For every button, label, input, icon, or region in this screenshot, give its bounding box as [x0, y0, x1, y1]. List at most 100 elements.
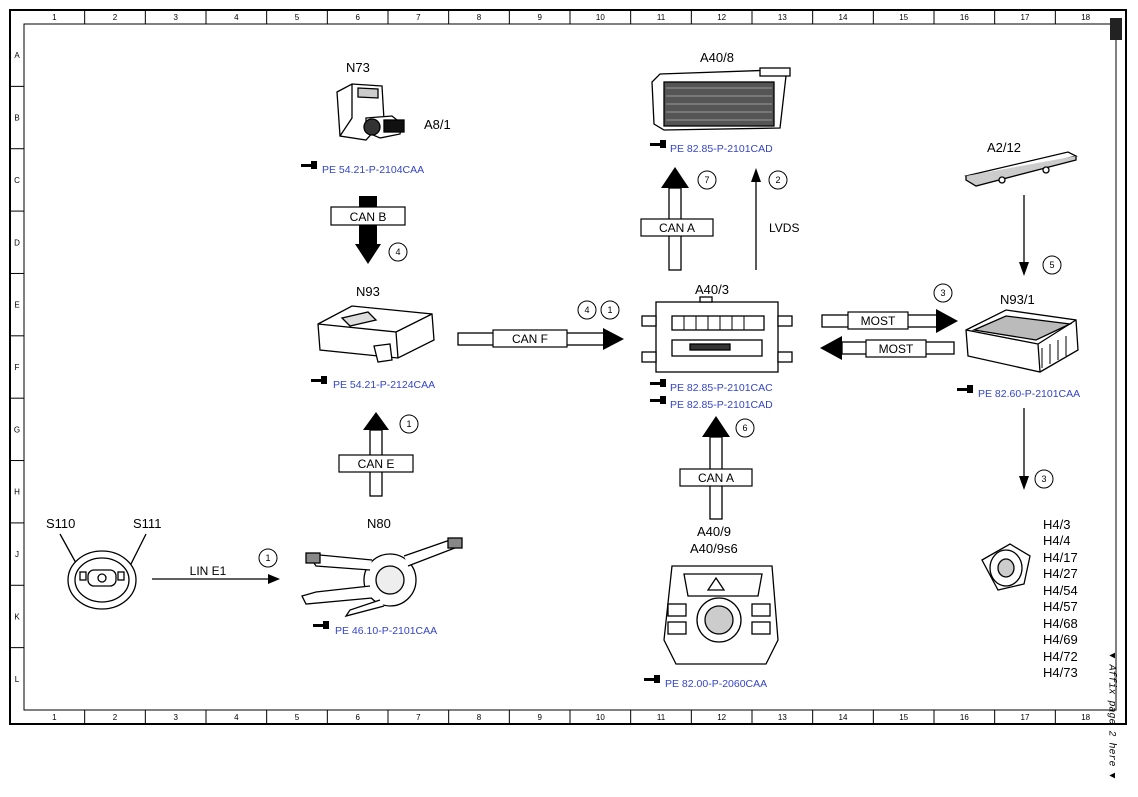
reference-link[interactable]: PE 46.10-P-2101CAA [313, 621, 437, 637]
n93-1-reference[interactable]: PE 82.60-P-2101CAA [978, 388, 1080, 400]
grid-label: 10 [596, 713, 605, 722]
grid-rulers: 1122334455667788991010111112121313141415… [10, 10, 1091, 724]
grid-label: 17 [1021, 713, 1030, 722]
can-b-label: CAN B [350, 210, 387, 224]
callout-number: 4 [584, 305, 589, 315]
grid-label: 2 [113, 13, 118, 22]
control-unit-icon [317, 305, 435, 363]
reference-link[interactable]: PE 54.21-P-2124CAA [311, 376, 435, 391]
grid-label: 12 [717, 713, 726, 722]
callout-number: 1 [265, 553, 270, 563]
reference-link[interactable]: PE 82.60-P-2101CAA [957, 385, 1080, 400]
h4-label-list: H4/3 H4/4 H4/17 H4/27 H4/54 H4/57 H4/68 … [1043, 517, 1078, 680]
callout-number: 1 [406, 419, 411, 429]
a40-9s6-label: A40/9s6 [690, 541, 738, 556]
grid-label: A [14, 51, 20, 60]
grid-label: 3 [173, 13, 178, 22]
grid-label: D [14, 238, 20, 247]
grid-label: G [14, 425, 20, 434]
grid-label: 18 [1081, 713, 1090, 722]
grid-label: 7 [416, 13, 421, 22]
grid-label: 2 [113, 713, 118, 722]
outer-frame [9, 9, 1127, 725]
grid-label: 5 [295, 713, 300, 722]
callout-number: 3 [1041, 474, 1046, 484]
most-in-connection: MOST [820, 336, 955, 360]
most-in-label: MOST [879, 342, 914, 356]
a40-8-reference[interactable]: PE 82.85-P-2101CAD [670, 143, 773, 155]
affix-note: ▼ Affix page 2 here ▼ [1101, 650, 1121, 790]
grid-label: 18 [1081, 13, 1090, 22]
callout-number: 2 [775, 175, 780, 185]
a40-3-reference-2[interactable]: PE 82.85-P-2101CAD [670, 399, 773, 411]
reference-link[interactable]: PE 54.21-P-2104CAA [301, 161, 424, 176]
grid-label: 5 [295, 13, 300, 22]
pointing-hand-icon [957, 385, 973, 393]
n93-1-label: N93/1 [1000, 292, 1035, 307]
grid-label: 14 [839, 13, 848, 22]
h4-label: H4/69 [1043, 632, 1078, 647]
a2-12-label: A2/12 [987, 140, 1021, 155]
grid-label: 10 [596, 13, 605, 22]
can-a-upper-connection: CAN A 7 [640, 167, 717, 271]
grid-label: H [14, 488, 20, 497]
a40-3-reference-1[interactable]: PE 82.85-P-2101CAC [670, 382, 773, 394]
a40-9-reference[interactable]: PE 82.00-P-2060CAA [665, 678, 767, 690]
callout-number: 6 [742, 423, 747, 433]
head-unit-icon [641, 296, 793, 373]
grid-label: 14 [839, 713, 848, 722]
grid-label: 17 [1021, 13, 1030, 22]
callout-number: 1 [607, 305, 612, 315]
h4-label: H4/73 [1043, 665, 1078, 680]
reference-link[interactable]: PE 82.85-P-2101CAD [650, 140, 773, 155]
grid-label: 8 [477, 713, 482, 722]
grid-label: 8 [477, 13, 482, 22]
lvds-label: LVDS [769, 221, 799, 235]
grid-label: 4 [234, 713, 239, 722]
callout-number: 5 [1049, 260, 1054, 270]
grid-label: 16 [960, 713, 969, 722]
grid-label: 11 [657, 13, 666, 22]
n73-label: N73 [346, 60, 370, 75]
reference-link[interactable]: PE 82.85-P-2101CAC [650, 379, 773, 394]
n80-reference[interactable]: PE 46.10-P-2101CAA [335, 625, 437, 637]
a8-1-label: A8/1 [424, 117, 451, 132]
steering-wheel-icon [59, 533, 147, 610]
grid-label: 1 [52, 713, 57, 722]
callout-number: 7 [704, 175, 709, 185]
h4-label: H4/17 [1043, 550, 1078, 565]
grid-label: F [15, 363, 20, 372]
reference-link[interactable]: PE 82.85-P-2101CAD [650, 396, 773, 411]
grid-label: 7 [416, 713, 421, 722]
n93-reference[interactable]: PE 54.21-P-2124CAA [333, 379, 435, 391]
grid-label: E [14, 301, 19, 310]
grid-label: 11 [657, 713, 666, 722]
n80-label: N80 [367, 516, 391, 531]
steering-column-switch-icon [301, 537, 463, 618]
grid-label: 3 [173, 713, 178, 722]
pointing-hand-icon [650, 396, 666, 404]
h4-label: H4/27 [1043, 566, 1078, 581]
a2-12-connection: 5 [1019, 195, 1062, 276]
display-unit-icon [651, 67, 791, 131]
a40-9-label: A40/9 [697, 524, 731, 539]
reference-link[interactable]: PE 82.00-P-2060CAA [644, 675, 767, 690]
grid-label: L [15, 675, 20, 684]
inner-frame [23, 23, 1117, 711]
antenna-amplifier-icon [964, 151, 1078, 187]
grid-label: B [14, 114, 19, 123]
a40-8-label: A40/8 [700, 50, 734, 65]
can-f-connection: CAN F 4 1 [457, 300, 624, 350]
most-out-connection: MOST 3 [821, 283, 958, 333]
pointing-hand-icon [313, 621, 329, 629]
a8-1-reference[interactable]: PE 54.21-P-2104CAA [322, 164, 424, 176]
grid-label: 1 [52, 13, 57, 22]
pointing-hand-icon [644, 675, 660, 683]
can-e-label: CAN E [358, 457, 395, 471]
pointing-hand-icon [650, 379, 666, 387]
a40-3-label: A40/3 [695, 282, 729, 297]
can-b-connection: CAN B 4 [330, 196, 408, 264]
controller-unit-icon [663, 565, 779, 665]
h4-label: H4/4 [1043, 533, 1070, 548]
n93-label: N93 [356, 284, 380, 299]
